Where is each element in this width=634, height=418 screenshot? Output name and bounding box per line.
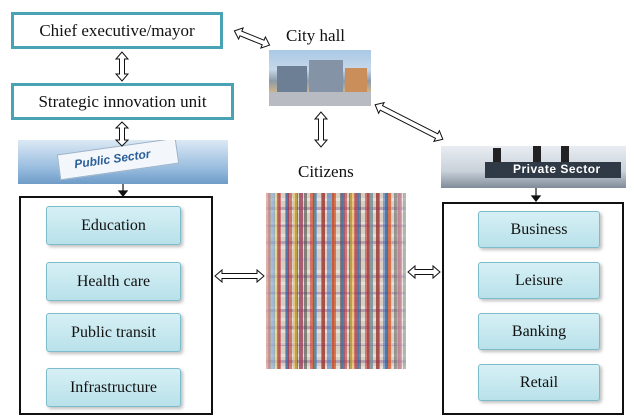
chief-executive-box: Chief executive/mayor xyxy=(11,12,223,49)
public-sector-banner: Public Sector xyxy=(18,140,228,184)
strategic-innovation-unit-box: Strategic innovation unit xyxy=(11,83,234,120)
item-label: Infrastructure xyxy=(69,378,158,396)
public-sector-item-public-transit: Public transit xyxy=(46,313,181,352)
chief-cityhall-arrow xyxy=(233,27,271,49)
private-sector-banner-text: Private Sector xyxy=(513,162,601,176)
chief-executive-label: Chief executive/mayor xyxy=(39,20,195,40)
private-sector-item-retail: Retail xyxy=(478,364,600,401)
strategic-innovation-unit-label: Strategic innovation unit xyxy=(38,91,207,111)
city-hall-label: City hall xyxy=(286,26,346,45)
private-sector-item-banking: Banking xyxy=(478,313,600,350)
chief-innovation-arrow xyxy=(114,51,130,82)
citizens-label: Citizens xyxy=(298,162,354,181)
item-label: Banking xyxy=(511,322,567,340)
public-sector-item-education: Education xyxy=(46,206,181,245)
cityhall-private-arrow xyxy=(374,101,444,143)
crowd-private-panel-arrow xyxy=(407,264,441,280)
citizens-crowd-image xyxy=(266,193,406,369)
item-label: Education xyxy=(81,216,146,234)
item-label: Health care xyxy=(76,272,151,290)
private-sector-banner: Private Sector xyxy=(441,146,626,188)
public-panel-crowd-arrow xyxy=(214,268,265,284)
public-sector-item-health-care: Health care xyxy=(46,262,181,301)
public-sector-item-infrastructure: Infrastructure xyxy=(46,368,181,407)
private-sector-item-leisure: Leisure xyxy=(478,262,600,299)
item-label: Business xyxy=(510,220,568,238)
private-sector-item-business: Business xyxy=(478,211,600,248)
item-label: Public transit xyxy=(71,323,156,341)
item-label: Retail xyxy=(519,373,559,391)
cityhall-citizens-arrow xyxy=(313,111,329,148)
item-label: Leisure xyxy=(515,271,563,289)
city-hall-image xyxy=(269,50,371,106)
